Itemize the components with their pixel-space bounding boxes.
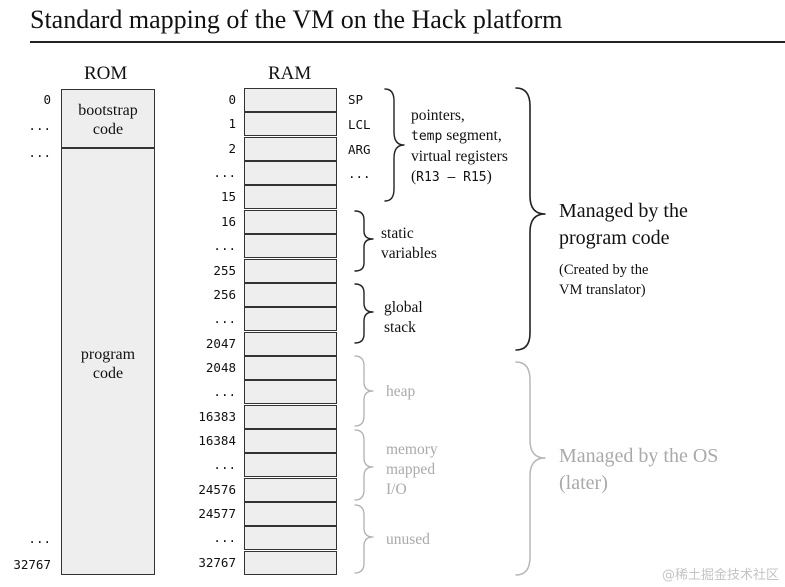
pointer-more: ...: [348, 166, 371, 181]
ram-address: 2047: [205, 335, 236, 351]
pointers-line-1: pointers,: [411, 107, 465, 124]
rom-bootstrap-label: bootstrap code: [78, 102, 138, 138]
rom-header: ROM: [84, 63, 128, 84]
ram-address: 24577: [198, 506, 236, 521]
ram-address: ...: [213, 530, 236, 546]
ram-address: ...: [213, 165, 236, 181]
ram-cell: [244, 404, 337, 429]
ram-cell: [244, 453, 337, 478]
segment-text: segment,: [442, 127, 502, 144]
ram-address: ...: [213, 457, 236, 473]
rom-address: ...: [28, 145, 51, 160]
ram-cell: [244, 331, 337, 356]
ram-address: 255: [213, 262, 236, 278]
unused-label: unused: [386, 531, 430, 548]
ram-cell: [244, 428, 337, 453]
rom-address: ...: [28, 531, 51, 546]
pointer-arg: ARG: [348, 142, 371, 157]
brace-stack: [354, 283, 374, 344]
ram-cell: [244, 550, 337, 575]
ram-cell: [244, 282, 337, 307]
ram-cell: [244, 161, 337, 186]
ram-cell: [244, 234, 337, 259]
pointer-lcl: LCL: [348, 117, 371, 132]
temp-mono: temp: [411, 129, 443, 144]
ram-header: RAM: [268, 63, 312, 84]
rom-address: 32767: [13, 557, 51, 572]
ram-cell: [244, 355, 337, 380]
ram-cell: [244, 136, 337, 161]
ram-address: 2048: [205, 359, 236, 375]
ram-cell: [244, 88, 337, 112]
ram-cell: [244, 307, 337, 332]
paren-open: (: [411, 168, 417, 185]
ram-address: ...: [213, 384, 236, 400]
rom-divider: [62, 147, 154, 149]
pointer-sp: SP: [348, 92, 364, 107]
page-title: Standard mapping of the VM on the Hack p…: [30, 5, 563, 34]
brace-pointers: [384, 88, 405, 202]
brace-unused: [354, 504, 374, 574]
mmio-label: memory mapped I/O: [386, 441, 438, 498]
ram-cell: [244, 477, 337, 502]
ram-address: 1: [228, 116, 236, 132]
ram-address: ...: [213, 311, 236, 327]
ram-address: 16384: [198, 432, 236, 448]
ram-cell: [244, 526, 337, 551]
brace-os: [515, 361, 546, 576]
rom-program-label: program code: [80, 346, 136, 382]
pointers-line-4: (R13 – R15): [411, 167, 508, 188]
title-underline: [30, 41, 785, 43]
brace-heap: [354, 355, 374, 427]
ram-cell: [244, 112, 337, 137]
rom-block: bootstrap code program code: [61, 89, 155, 575]
ram-cell: [244, 209, 337, 234]
ram-address: 16: [220, 213, 236, 229]
ram-cell: [244, 258, 337, 283]
registers-mono: R13 – R15: [416, 170, 487, 185]
ram-address: 15: [220, 189, 236, 205]
brace-static: [354, 210, 374, 272]
managed-os-label: Managed by the OS (later): [559, 445, 719, 494]
pointers-label: pointers, temp segment, virtual register…: [411, 106, 508, 188]
ram-address: 24576: [198, 481, 236, 497]
ram-address: 0: [228, 92, 236, 107]
static-label: static variables: [381, 225, 437, 262]
managed-program-label: Managed by the program code: [559, 200, 688, 249]
paren-close: ): [486, 168, 492, 185]
stack-label: global stack: [384, 299, 423, 336]
ram-address: 256: [213, 286, 236, 302]
brace-program: [515, 87, 546, 351]
heap-label: heap: [386, 383, 416, 400]
ram-address: ...: [213, 238, 236, 254]
pointers-line-2: temp segment,: [411, 126, 508, 147]
pointers-line-3: virtual registers: [411, 148, 508, 165]
rom-address: ...: [28, 118, 51, 133]
ram-address: 32767: [198, 554, 236, 570]
ram-cell: [244, 502, 337, 526]
ram-address: 2: [228, 140, 236, 156]
ram-cell: [244, 380, 337, 405]
rom-address: 0: [43, 92, 51, 107]
ram-cell: [244, 185, 337, 210]
watermark: @稀土掘金技术社区: [661, 568, 779, 583]
ram-address: 16383: [198, 408, 236, 424]
created-by-label: (Created by the VM translator): [559, 262, 649, 298]
brace-mmio: [354, 429, 374, 501]
